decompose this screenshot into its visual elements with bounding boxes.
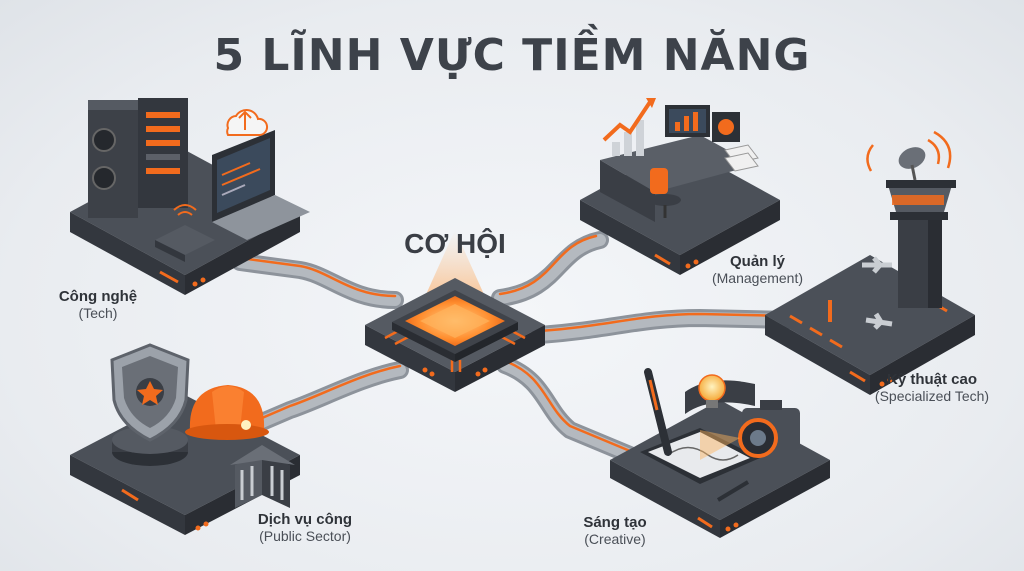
label-management: Quản lý (Management): [690, 253, 825, 287]
page-title: 5 LĨNH VỰC TIỀM NĂNG: [213, 30, 811, 81]
label-specialized-vi: Kỹ thuật cao: [886, 371, 977, 388]
node-specialized: [765, 130, 975, 395]
label-creative-en: (Creative): [584, 531, 646, 547]
label-management-vi: Quản lý: [729, 253, 785, 270]
label-creative-vi: Sáng tạo: [583, 514, 647, 531]
label-management-en: (Management): [711, 270, 804, 286]
node-management: [580, 98, 780, 275]
label-specialized-en: (Specialized Tech): [874, 388, 990, 404]
control-tower-icon: [828, 130, 956, 330]
label-tech-vi: Công nghệ: [58, 288, 138, 305]
office-desk-icon: [600, 98, 759, 222]
label-public: Dịch vụ công (Public Sector): [230, 511, 380, 545]
label-public-en: (Public Sector): [259, 528, 351, 544]
label-creative: Sáng tạo (Creative): [540, 514, 690, 548]
node-creative: [610, 368, 830, 538]
hub-node: [365, 230, 545, 392]
shield-helmet-icon: [110, 343, 295, 508]
camera-design-icon: [640, 368, 800, 502]
node-public: [70, 343, 300, 535]
server-laptop-icon: [88, 98, 310, 262]
label-tech: Công nghệ (Tech): [18, 288, 178, 322]
node-tech: [70, 98, 310, 295]
label-tech-en: (Tech): [78, 305, 118, 321]
hub-label: CƠ HỘI: [404, 228, 506, 259]
label-public-vi: Dịch vụ công: [257, 511, 353, 528]
connector-pipes: [231, 231, 799, 464]
label-specialized: Kỹ thuật cao (Specialized Tech): [852, 371, 1012, 405]
